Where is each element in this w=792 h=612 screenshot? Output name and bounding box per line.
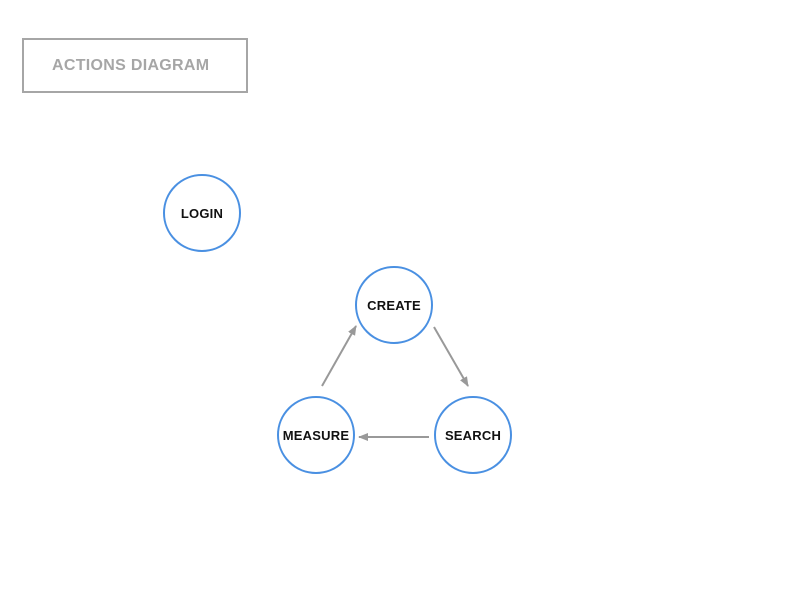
node-search[interactable]: SEARCH <box>434 396 512 474</box>
node-create[interactable]: CREATE <box>355 266 433 344</box>
node-measure-label: MEASURE <box>282 427 350 443</box>
edge-measure-to-create <box>321 325 357 387</box>
edge-create-to-search <box>433 326 469 387</box>
diagram-title-box: ACTIONS DIAGRAM <box>22 38 248 93</box>
node-login-label: LOGIN <box>180 205 224 221</box>
node-search-label: SEARCH <box>444 427 502 443</box>
diagram-title: ACTIONS DIAGRAM <box>52 56 210 74</box>
node-login[interactable]: LOGIN <box>163 174 241 252</box>
node-measure[interactable]: MEASURE <box>277 396 355 474</box>
node-create-label: CREATE <box>367 297 421 313</box>
